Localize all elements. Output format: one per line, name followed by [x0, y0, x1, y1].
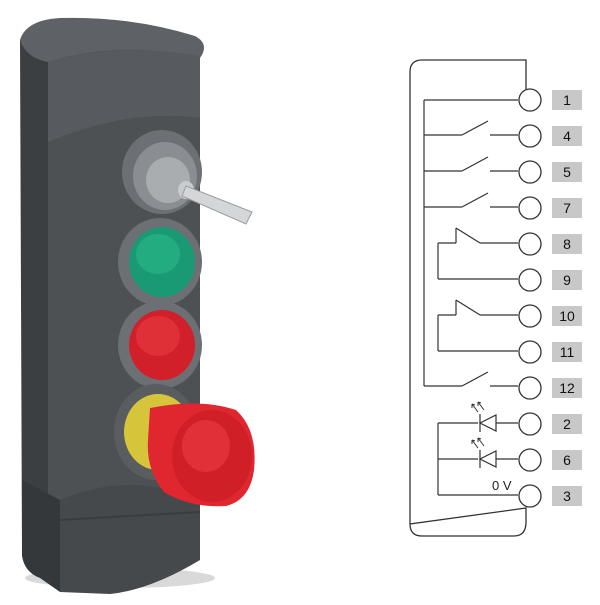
terminal-6: 6	[518, 448, 582, 472]
terminal-circle	[518, 340, 542, 364]
terminal-circle	[518, 484, 542, 508]
terminal-number: 7	[563, 200, 571, 216]
terminal-circle	[518, 376, 542, 400]
led-icon	[471, 401, 497, 432]
no-contact-4	[424, 120, 518, 136]
housing-base-side	[22, 480, 60, 592]
no-contact-7	[424, 192, 518, 208]
terminal-label-box	[552, 234, 582, 254]
terminal-label-box	[552, 414, 582, 434]
nc-contact-8-9	[437, 227, 518, 280]
control-station-illustration	[20, 17, 255, 594]
terminal-circle	[518, 448, 542, 472]
wiring-diagram: 0 V 1 4 5 7 8 9 10 11 12 2 6 3	[409, 59, 582, 537]
nc-contact-10-11	[437, 299, 518, 352]
terminal-11: 11	[518, 340, 582, 364]
terminal-circle	[518, 232, 542, 256]
no-contact-5	[424, 156, 518, 172]
terminal-circle	[518, 160, 542, 184]
enclosure-outline	[409, 59, 527, 537]
terminal-label-box	[552, 126, 582, 146]
terminal-circle	[518, 88, 542, 112]
red-push-button[interactable]	[118, 301, 202, 389]
terminal-number: 3	[563, 488, 571, 504]
supply-0v-label: 0 V	[492, 478, 512, 493]
green-button-highlight	[136, 234, 180, 274]
terminal-3: 3	[518, 484, 582, 508]
red-button-highlight	[136, 316, 180, 356]
emergency-stop-button[interactable]	[114, 384, 255, 507]
green-push-button[interactable]	[118, 218, 202, 306]
terminal-1: 1	[518, 88, 582, 112]
terminal-circle	[518, 304, 542, 328]
terminal-4: 4	[518, 124, 582, 148]
terminal-number: 4	[563, 128, 571, 144]
terminal-10: 10	[518, 304, 582, 328]
housing-seam	[59, 511, 201, 521]
estop-highlight	[182, 420, 230, 472]
terminal-2: 2	[518, 412, 582, 436]
led-circuits	[437, 422, 518, 496]
terminal-number: 12	[559, 380, 575, 396]
terminal-circle	[518, 268, 542, 292]
terminal-number: 9	[563, 272, 571, 288]
terminal-circle	[518, 124, 542, 148]
terminal-number: 6	[563, 452, 571, 468]
terminal-label-box	[552, 198, 582, 218]
terminal-label-box	[552, 342, 582, 362]
led-icon	[471, 437, 497, 468]
terminal-label-box	[552, 90, 582, 110]
terminal-7: 7	[518, 196, 582, 220]
terminal-label-box	[552, 378, 582, 398]
key-icon	[181, 185, 253, 225]
housing-top-cap	[20, 17, 204, 62]
terminal-8: 8	[518, 232, 582, 256]
terminal-5: 5	[518, 160, 582, 184]
terminal-12: 12	[518, 376, 582, 400]
terminal-label-box	[552, 162, 582, 182]
no-contact-12	[424, 371, 518, 387]
terminal-label-box	[552, 306, 582, 326]
terminal-number: 2	[563, 416, 571, 432]
terminal-number: 8	[563, 236, 571, 252]
terminal-number: 10	[559, 308, 575, 324]
terminal-number: 1	[563, 92, 571, 108]
housing-base-front	[60, 485, 200, 594]
terminal-number: 5	[563, 164, 571, 180]
key-switch[interactable]	[122, 130, 253, 225]
terminal-circle	[518, 412, 542, 436]
terminal-label-box	[552, 450, 582, 470]
terminal-number: 11	[560, 344, 575, 360]
terminal-label-box	[552, 486, 582, 506]
terminal-circle	[518, 196, 542, 220]
housing-upper-block	[48, 50, 200, 143]
terminal-label-box	[552, 270, 582, 290]
terminal-block: 1 4 5 7 8 9 10 11 12 2 6 3	[518, 88, 582, 508]
terminal-9: 9	[518, 268, 582, 292]
